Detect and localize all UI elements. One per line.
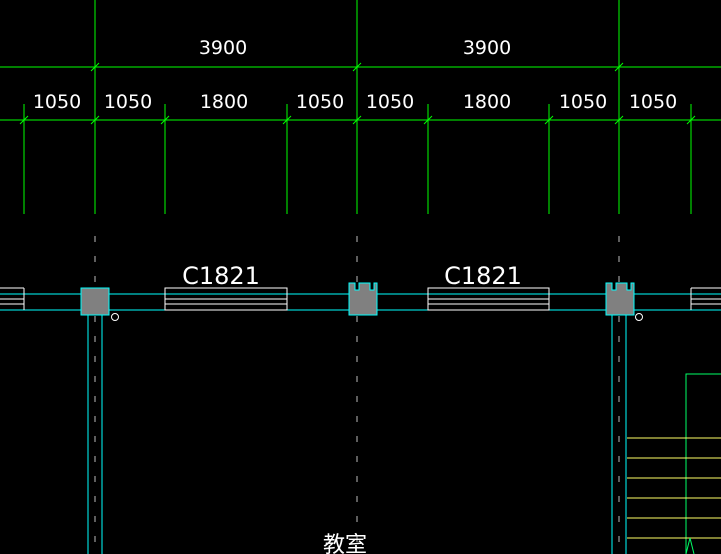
columns [80,282,635,316]
segment-dimension-label: 1050 [366,91,414,113]
segment-dimension-label: 1050 [33,91,81,113]
segment-dimension-label: 1050 [629,91,677,113]
overall-dimension-labels: 3900 3900 [199,37,511,59]
column [605,282,635,316]
column-marker-circle [111,313,119,321]
room-label: 教室 [323,533,367,554]
walls [0,293,721,554]
window-right-edge [690,287,721,310]
column [348,282,378,316]
stair-treads [627,437,721,539]
stair-frame [685,373,721,554]
segment-dimension-label: 1050 [559,91,607,113]
segment-dimension-label: 1050 [296,91,344,113]
segment-dimension-label: 1800 [200,91,248,113]
column-marker-circle [635,313,643,321]
window-label: C1821 [182,262,260,290]
segment-dimension-labels: 1050 1050 1800 1050 1050 1800 1050 1050 [33,91,677,113]
column [80,287,110,316]
stair [627,373,721,554]
window-left-edge [0,287,25,310]
dimension-lines [0,0,721,214]
segment-dimension-label: 1050 [104,91,152,113]
stair-arrow [685,537,695,554]
axis-lines [94,236,620,554]
overall-dimension-label: 3900 [463,37,511,59]
window-c1821-2 [427,287,550,311]
segment-dimension-label: 1800 [463,91,511,113]
window-c1821-1 [164,287,288,311]
overall-dimension-label: 3900 [199,37,247,59]
window-label: C1821 [444,262,522,290]
